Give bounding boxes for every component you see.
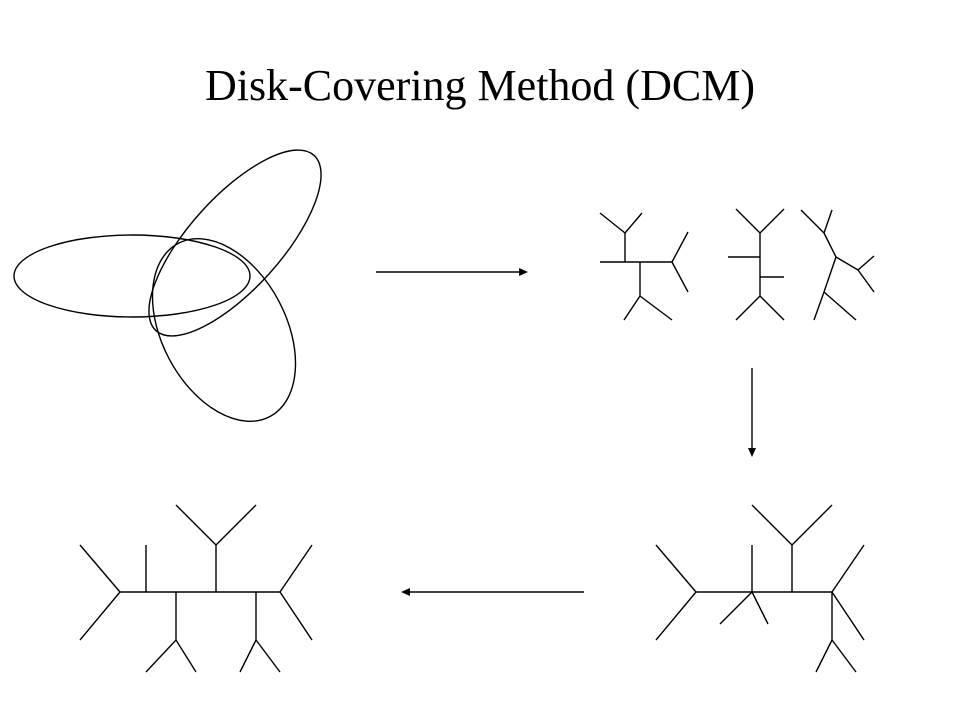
disk-lower-right [151,238,297,422]
subtree-3 [800,209,875,321]
merged-tree [655,504,865,673]
slide-title: Disk-Covering Method (DCM) [205,61,755,110]
subtree-1 [599,212,689,321]
disk-upper-right [148,149,322,337]
arrow-left [401,588,584,596]
refined-tree [79,504,313,673]
subtree-2 [728,208,785,321]
arrow-right [376,268,528,276]
arrow-down [748,368,756,457]
overlapping-disks [13,149,322,422]
disk-left [13,234,251,318]
